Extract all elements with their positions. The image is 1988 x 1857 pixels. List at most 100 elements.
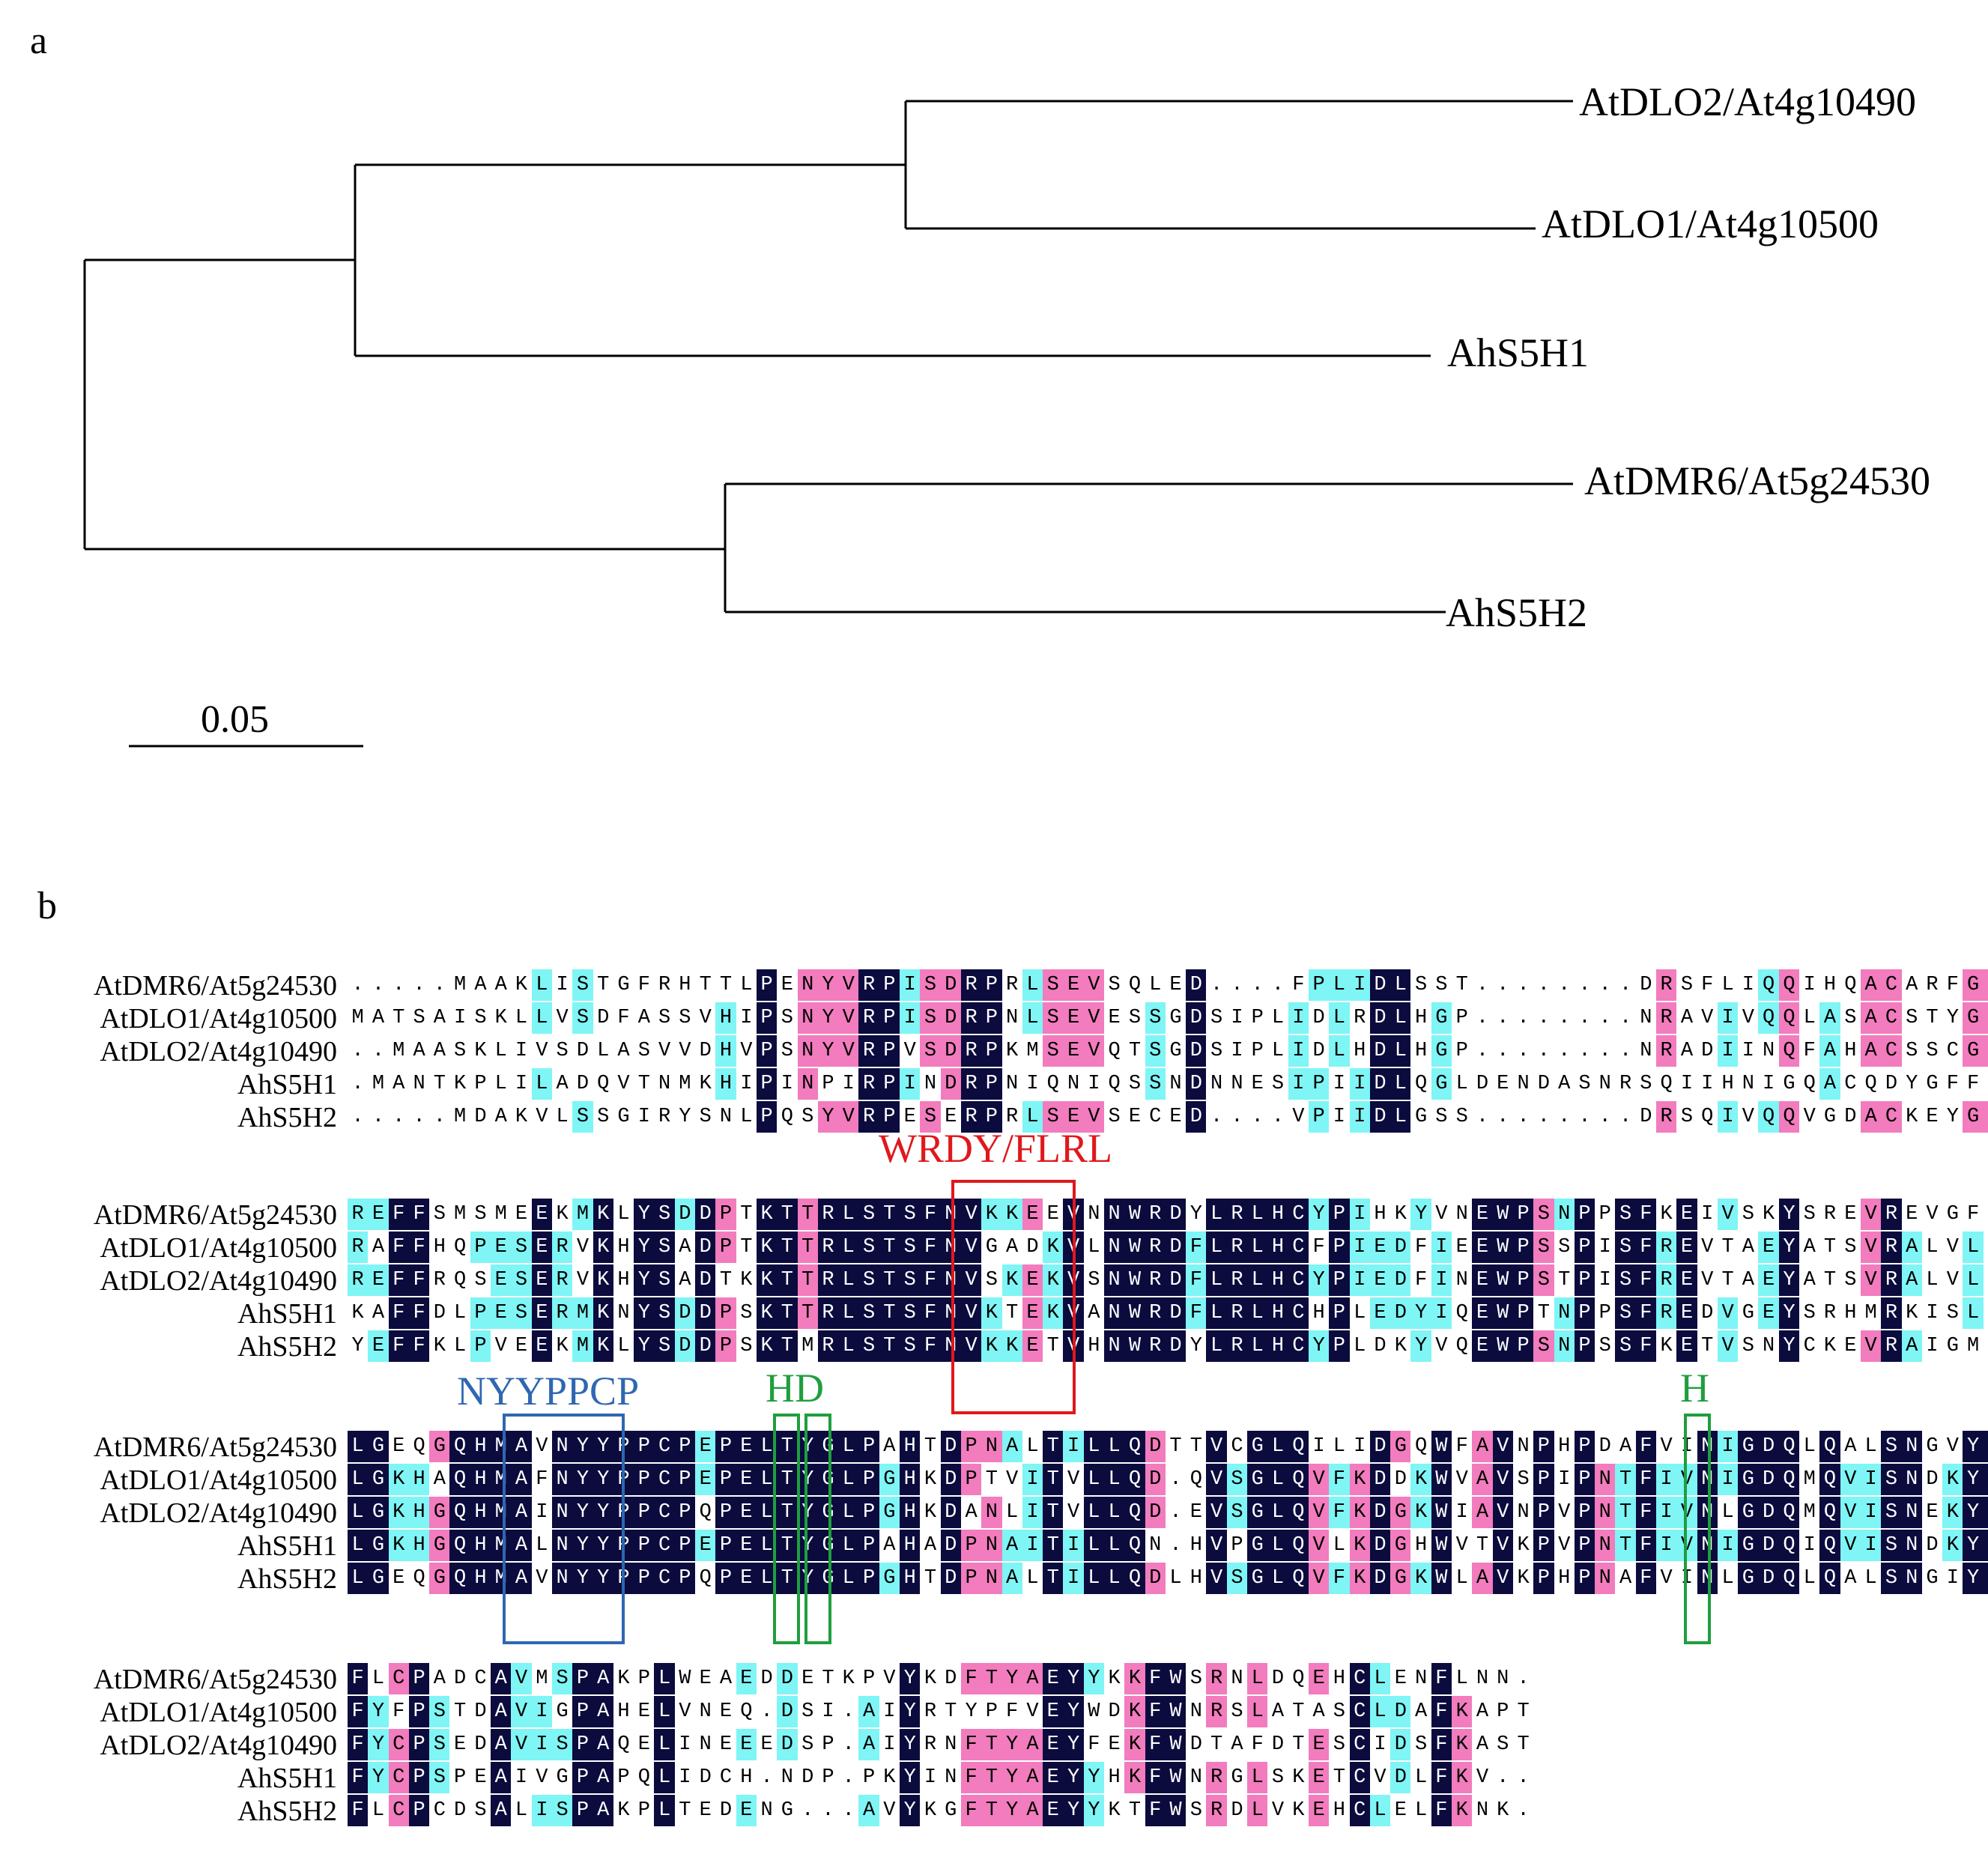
residue: P — [1455, 1040, 1468, 1062]
residue: G — [368, 1464, 389, 1495]
residue: K — [1452, 1729, 1473, 1760]
residue: K — [1942, 1464, 1963, 1495]
residue: S — [1497, 1733, 1509, 1756]
residue: S — [858, 1232, 879, 1263]
residue: W — [1088, 1700, 1100, 1723]
residue: K — [981, 1297, 1002, 1329]
residue: H — [1844, 1040, 1857, 1062]
residue: T — [822, 1667, 834, 1690]
residue: S — [1598, 1335, 1611, 1357]
residue: E — [1758, 1297, 1779, 1329]
residue: . — [1598, 1040, 1611, 1062]
residue: S — [1881, 1563, 1902, 1594]
residue: I — [1926, 1302, 1939, 1324]
residue: L — [454, 1302, 467, 1324]
residue: S — [1844, 1236, 1857, 1258]
residue: S — [1881, 1431, 1902, 1462]
residue: G — [1738, 1497, 1759, 1528]
residue: E — [1369, 1264, 1391, 1296]
residue: D — [1394, 1468, 1407, 1491]
residue: W — [1165, 1696, 1187, 1727]
residue: R — [858, 969, 879, 1001]
residue: P — [408, 1795, 430, 1826]
sequence-name: AtDMR6/At5g24530 — [93, 1432, 337, 1463]
residue: M — [1803, 1468, 1816, 1491]
residue: F — [920, 1199, 941, 1230]
residue: S — [551, 1663, 573, 1694]
residue: D — [1165, 1232, 1187, 1263]
residue: M — [801, 1335, 814, 1357]
residue: Y — [1778, 1232, 1800, 1263]
residue: S — [1210, 1040, 1223, 1062]
residue: F — [1329, 1563, 1350, 1594]
residue: A — [1022, 1729, 1043, 1760]
residue: . — [433, 1106, 446, 1128]
residue: F — [1455, 1435, 1468, 1458]
residue: P — [756, 1068, 778, 1100]
residue: I — [679, 1733, 691, 1756]
residue: V — [1558, 1501, 1571, 1524]
residue: A — [1901, 1264, 1922, 1296]
residue: N — [658, 1073, 671, 1095]
residue: T — [1043, 1497, 1064, 1528]
residue: Q — [449, 1563, 470, 1594]
residue: L — [1206, 1264, 1227, 1296]
residue: Q — [699, 1567, 712, 1590]
residue: Q — [1108, 1073, 1121, 1095]
residue: I — [1022, 1464, 1043, 1495]
residue: C — [1844, 1073, 1857, 1095]
residue: D — [695, 1264, 716, 1296]
residue: S — [699, 1106, 712, 1128]
residue: L — [1267, 1530, 1288, 1561]
residue: V — [536, 1106, 548, 1128]
residue: P — [1574, 1297, 1595, 1329]
residue: E — [491, 1297, 512, 1329]
residue: A — [1742, 1269, 1754, 1291]
residue: L — [1026, 1435, 1039, 1458]
residue: F — [408, 1264, 430, 1296]
residue: G — [1390, 1530, 1411, 1561]
residue: A — [1860, 1002, 1882, 1034]
residue: F — [1635, 1199, 1656, 1230]
residue: H — [1354, 1040, 1366, 1062]
residue: P — [960, 1563, 982, 1594]
residue: V — [536, 1567, 548, 1590]
residue: F — [388, 1330, 409, 1362]
residue: H — [617, 1269, 630, 1291]
residue: F — [1329, 1464, 1350, 1495]
residue: K — [593, 1264, 613, 1296]
residue: P — [1329, 1199, 1350, 1230]
residue: W — [1124, 1199, 1145, 1230]
residue: M — [1803, 1501, 1816, 1524]
residue: K — [756, 1199, 778, 1230]
residue: C — [1288, 1297, 1309, 1329]
residue: G — [879, 1563, 900, 1594]
residue: P — [572, 1729, 593, 1760]
residue: N — [1006, 1073, 1019, 1095]
residue: P — [985, 1700, 998, 1723]
residue: I — [740, 1007, 753, 1029]
residue: R — [1145, 1199, 1166, 1230]
residue: A — [719, 1667, 733, 1690]
residue: F — [1414, 1269, 1428, 1291]
residue: P — [1574, 1232, 1595, 1263]
residue: . — [413, 1106, 425, 1128]
residue: H — [1190, 1534, 1202, 1557]
residue: K — [1349, 1530, 1370, 1561]
residue: Q — [1819, 1464, 1840, 1495]
residue: S — [1615, 1264, 1636, 1296]
residue: V — [1860, 1264, 1882, 1296]
residue: D — [1145, 1431, 1166, 1462]
residue: V — [1435, 1203, 1448, 1226]
residue: K — [1124, 1729, 1145, 1760]
residue: H — [715, 1002, 736, 1034]
residue: I — [740, 1073, 753, 1095]
residue: N — [1640, 1040, 1652, 1062]
residue: E — [1394, 1799, 1407, 1822]
residue: H — [900, 1464, 921, 1495]
residue: L — [1271, 1007, 1285, 1029]
